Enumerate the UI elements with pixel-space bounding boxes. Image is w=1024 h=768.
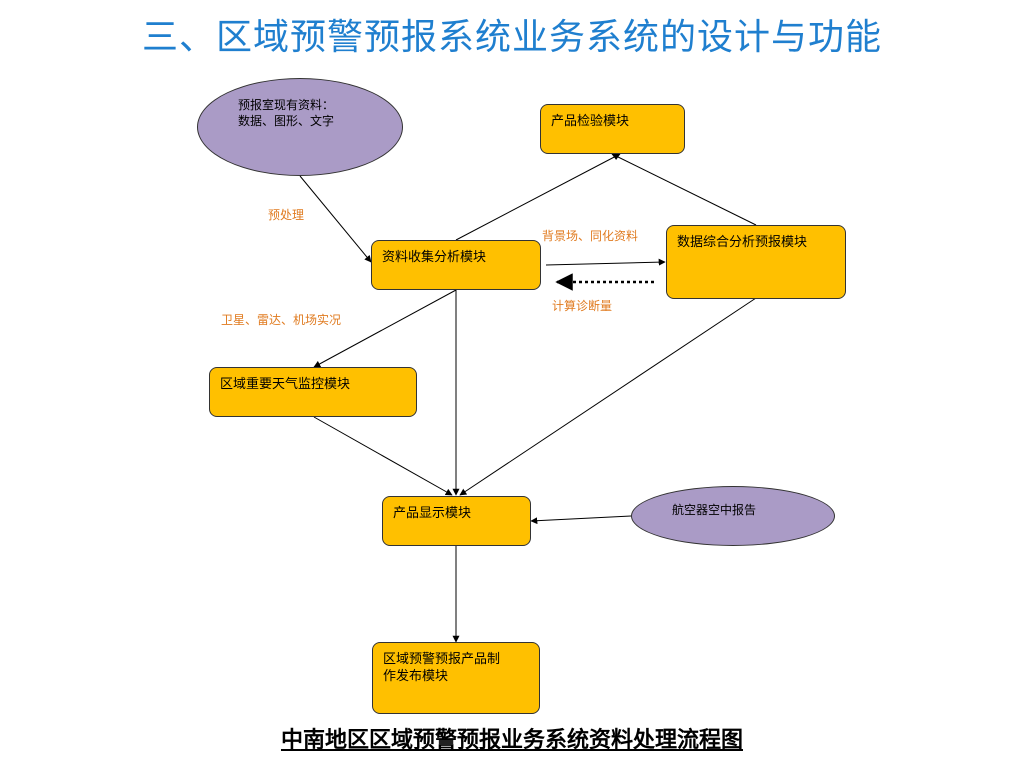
node-data-analysis: 数据综合分析预报模块	[666, 225, 846, 299]
arrow-collect-to-check	[455, 153, 621, 241]
label-satellite: 卫星、雷达、机场实况	[221, 313, 342, 327]
arrow-monitor-to-display	[313, 416, 453, 496]
arrow-source-to-collect	[299, 175, 372, 263]
label-preprocess: 预处理	[268, 208, 305, 222]
node-data-collect: 资料收集分析模块	[371, 240, 541, 290]
arrow-analysis-to-check	[611, 153, 757, 226]
arrow-report-to-display	[530, 515, 632, 525]
node-publish: 区域预警预报产品制 作发布模块	[372, 642, 540, 714]
slide-title: 三、区域预警预报系统业务系统的设计与功能	[141, 17, 882, 58]
node-source-data: 预报室现有资料： 数据、图形、文字	[197, 78, 403, 176]
node-weather-monitor: 区域重要天气监控模块	[209, 367, 417, 417]
label-diagnostics: 计算诊断量	[552, 299, 613, 313]
arrow-collect-to-analysis	[545, 258, 666, 266]
diagram-caption: 中南地区区域预警预报业务系统资料处理流程图	[280, 727, 743, 753]
node-product-display: 产品显示模块	[382, 496, 531, 546]
arrow-collect-to-monitor	[313, 289, 457, 368]
label-background: 背景场、同化资料	[542, 229, 639, 243]
arrow-analysis-to-display	[459, 297, 757, 496]
node-aircraft-report: 航空器空中报告	[631, 486, 835, 546]
node-product-check: 产品检验模块	[540, 104, 685, 154]
